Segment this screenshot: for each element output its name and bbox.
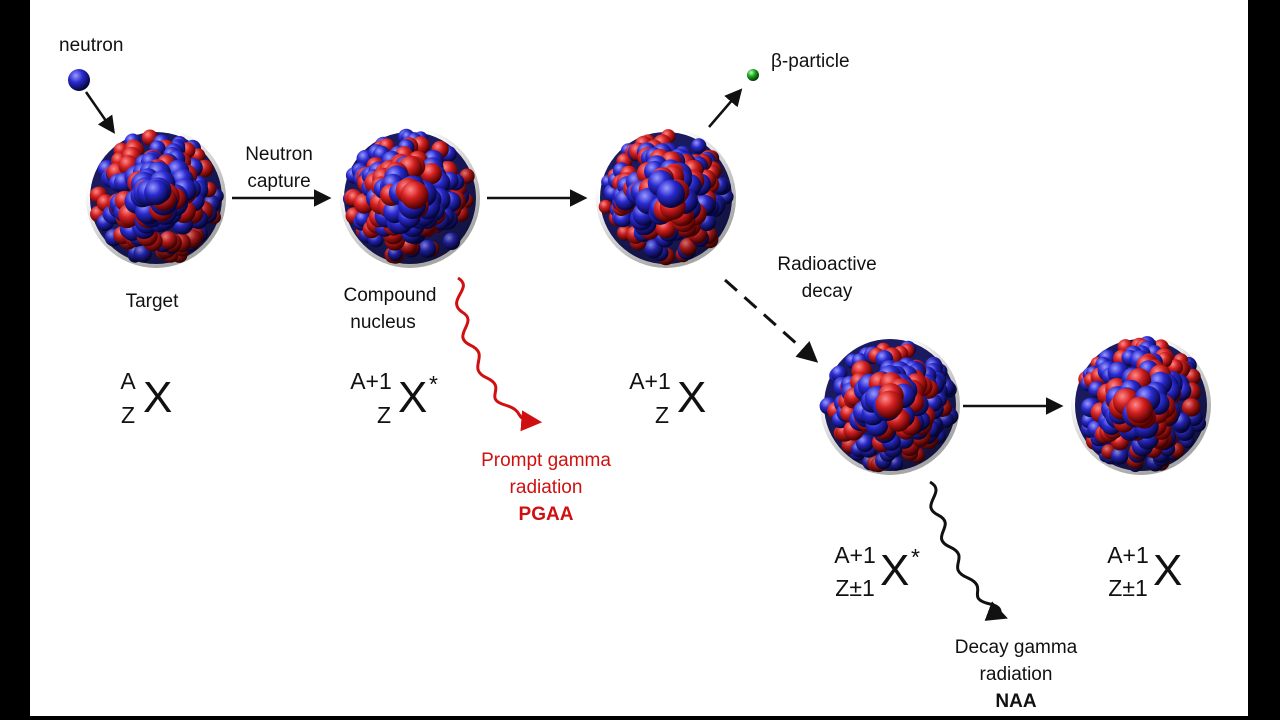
notation-decay-excited-symbol: X	[880, 546, 909, 595]
notation-final: A+1 Z±1 X	[1107, 542, 1182, 601]
neutron-label: neutron	[59, 35, 123, 56]
beta-particle-icon	[747, 69, 759, 81]
neutron-incoming-arrow	[84, 91, 115, 134]
compound-nucleus-label-2: nucleus	[350, 312, 416, 333]
notation-compound-excited: *	[429, 371, 438, 397]
notation-compound-mass: A+1	[350, 368, 392, 394]
notation-intermediate-atomic: Z	[655, 402, 669, 428]
beta-particle-label: β-particle	[771, 51, 850, 72]
prompt-gamma-wave-arrow	[455, 276, 543, 432]
neutron-capture-label-1: Neutron	[245, 144, 313, 165]
notation-target-mass: A	[120, 368, 136, 394]
prompt-gamma-label-1: Prompt gamma	[481, 450, 611, 471]
notation-target: A Z X	[120, 368, 172, 428]
target-label: Target	[126, 291, 180, 312]
notation-intermediate: A+1 Z X	[629, 368, 706, 428]
notation-decay-excited-star: *	[911, 544, 920, 570]
final-nucleus	[1071, 335, 1211, 475]
prompt-gamma-label-2: radiation	[510, 477, 583, 498]
decay-gamma-label-2: radiation	[980, 664, 1053, 685]
notation-final-atomic: Z±1	[1108, 575, 1147, 601]
compound-nucleus-label-1: Compound	[344, 285, 437, 306]
radioactive-decay-label-1: Radioactive	[777, 254, 876, 275]
target-nucleus	[86, 128, 226, 268]
notation-intermediate-mass: A+1	[629, 368, 671, 394]
notation-decay-excited-mass: A+1	[834, 542, 876, 568]
decay-product-nucleus-excited	[819, 335, 960, 475]
intermediate-nucleus	[596, 128, 736, 268]
notation-compound-symbol: X	[398, 373, 427, 422]
compound-nucleus	[340, 128, 480, 268]
notation-intermediate-symbol: X	[677, 373, 706, 422]
beta-emission-arrow	[708, 88, 743, 128]
decay-gamma-label-1: Decay gamma	[955, 637, 1078, 658]
pgaa-label: PGAA	[519, 504, 574, 525]
notation-target-atomic: Z	[121, 402, 135, 428]
notation-compound-atomic: Z	[377, 402, 391, 428]
naa-label: NAA	[995, 691, 1036, 712]
decay-gamma-wave-arrow	[929, 480, 1008, 621]
notation-target-symbol: X	[143, 373, 172, 422]
radioactive-decay-arrow	[724, 278, 819, 363]
notation-decay-excited-atomic: Z±1	[835, 575, 874, 601]
neutron-capture-label-2: capture	[247, 171, 310, 192]
incoming-neutron-icon	[68, 69, 90, 91]
notation-decay-excited: A+1 Z±1 X *	[834, 542, 920, 601]
notation-compound: A+1 Z X *	[350, 368, 438, 428]
diagram-canvas	[30, 0, 1248, 716]
radioactive-decay-label-2: decay	[802, 281, 853, 302]
notation-final-mass: A+1	[1107, 542, 1149, 568]
notation-final-symbol: X	[1153, 546, 1182, 595]
